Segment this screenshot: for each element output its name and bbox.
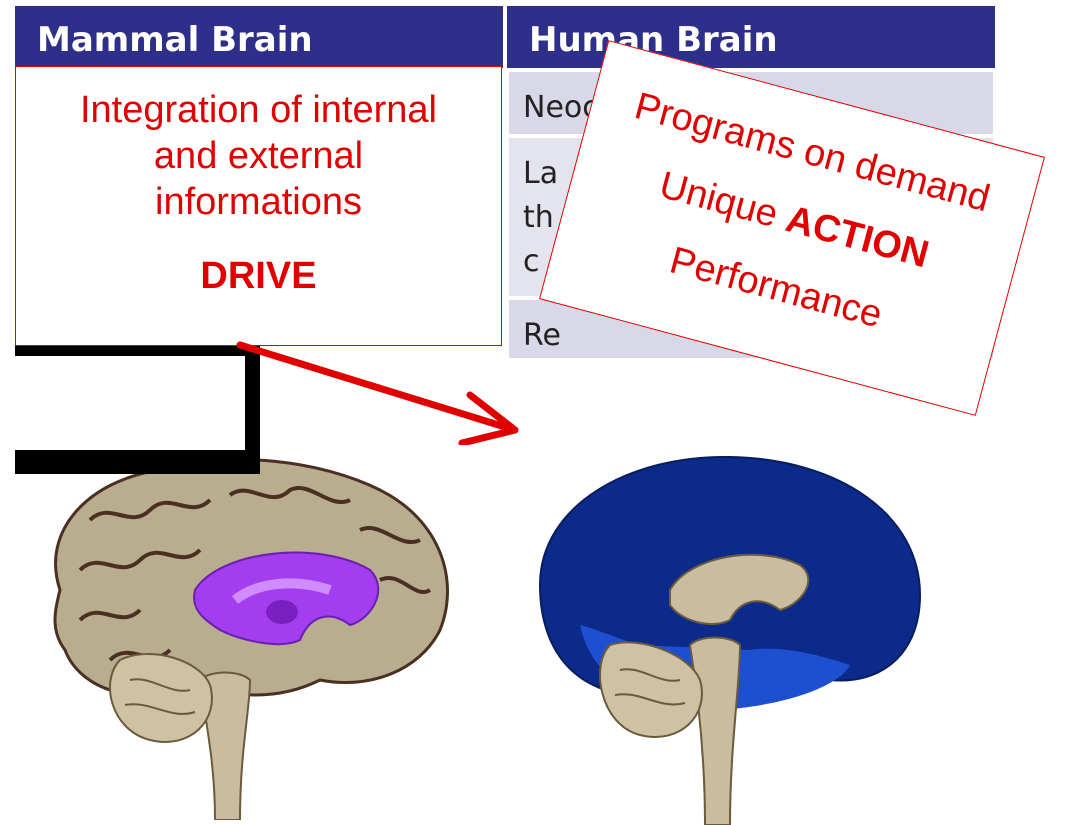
callout-action-prefix: Unique [655,164,792,238]
callout-drive-line2: and external [16,133,501,179]
callout-drive-line3: informations [16,179,501,225]
header-mammal-brain: Mammal Brain [15,6,503,68]
header-human-brain: Human Brain [507,6,995,68]
arrow-drive-to-action [230,335,530,445]
callout-action-emphasis: ACTION [782,198,934,276]
callout-drive-emphasis: DRIVE [16,253,501,299]
callout-drive-line1: Integration of internal [16,87,501,133]
human-brain-illustration [520,445,940,825]
mammal-brain-illustration [20,440,480,820]
white-box-overlay [15,356,245,450]
human-brainstem [690,638,740,825]
callout-drive: Integration of internal and external inf… [15,66,502,346]
